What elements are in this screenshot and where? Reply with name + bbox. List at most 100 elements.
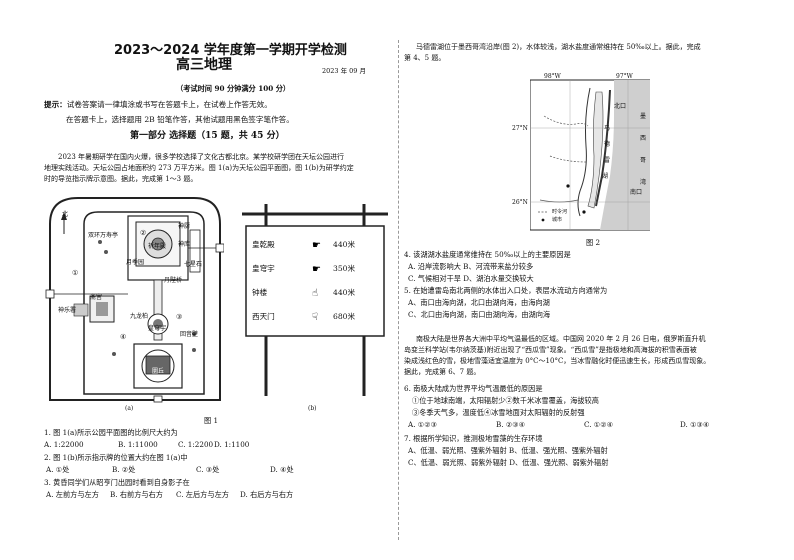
q1-opt-c[interactable]: C. 1:2200	[178, 440, 214, 449]
south-mouth: 南口	[630, 189, 643, 196]
sign-name-2: 钟楼	[252, 288, 268, 297]
q6-stem: 6. 南极大陆成为世界平均气温最低的原因是	[404, 384, 543, 393]
marker-3: ③	[176, 312, 183, 321]
q5-opts-1[interactable]: A、南口由海向湖，北口由湖向海，由海向湖	[408, 298, 550, 307]
q2-stem: 2. 图 1(b)所示指示牌的位置大约在图 1(a)中	[44, 453, 188, 462]
q5-stem: 5. 在始遭雷岛南北两侧的水体出入口处，表层水流动方向通常为	[404, 286, 608, 295]
left-intro-line: 2023 年暑期研学在国内火爆，很多学校选择了文化古都北京。某学校研学团在天坛公…	[58, 153, 345, 161]
fig1-caption: 图 1	[204, 416, 219, 425]
q7-opts-1[interactable]: A、低温、弱光照、强紫外辐射 B、低温、强光照、强紫外辐射	[408, 446, 608, 455]
sign-name-1: 皇穹宇	[252, 264, 275, 273]
label-shenchu: 神厨	[178, 223, 191, 230]
sign-dist-2: 440米	[333, 288, 356, 297]
label-shenyue: 神乐署	[58, 307, 77, 314]
q7-stem: 7. 根据所学知识，推测极地雪藻的生存环境	[404, 434, 543, 443]
q2-opt-d[interactable]: D. ④处	[270, 465, 294, 474]
fig1b-label: (b)	[308, 405, 317, 412]
label-qiniandian: 祈年殿	[148, 243, 167, 250]
section1-title: 第一部分 选择题（15 题，共 45 分）	[130, 131, 285, 141]
park-map	[45, 197, 224, 403]
q2-opt-c[interactable]: C. ③处	[196, 465, 220, 474]
sign-dist-0: 440米	[333, 240, 356, 249]
svg-text:☛: ☛	[312, 240, 321, 251]
tip-label: 提示：	[44, 100, 67, 109]
label-danbi: 丹陛桥	[164, 277, 183, 284]
label-huangqiong: 皇穹宇	[148, 325, 167, 332]
sign-name-0: 皇乾殿	[252, 240, 275, 249]
q2-opt-a[interactable]: A. ①处	[46, 465, 70, 474]
lagoon-char-2: 德	[604, 141, 611, 148]
north-label: 北	[62, 211, 69, 218]
label-qixing: 七星石	[184, 261, 203, 268]
q7-opts-2[interactable]: C、低温、弱光照、弱紫外辐射 D、低温、强光照、弱紫外辐射	[408, 458, 609, 467]
svg-text:☟: ☟	[312, 312, 318, 323]
lat-27: 27°N	[512, 125, 528, 132]
fig1a-label: (a)	[125, 405, 134, 412]
q5-opts-2[interactable]: C、北口由海向湖，南口由湖向海，由湖向海	[408, 310, 551, 319]
lagoon-char-1: 马	[604, 125, 611, 132]
right-intro2-line: 南极大陆是世界各大洲中平均气温最低的区域。中国网 2020 年 2 月 26 日…	[416, 335, 706, 343]
lagoon-map	[530, 79, 650, 231]
fig2-caption: 图 2	[586, 238, 601, 247]
q4-opts-2[interactable]: C. 气候相对干旱 D、湖泊水量交换较大	[408, 274, 534, 283]
marker-4: ④	[120, 332, 127, 341]
exam-title: 2023～2024 学年度第一学期开学检测	[114, 43, 347, 58]
lon-97: 97°W	[616, 73, 633, 80]
q1-stem: 1. 图 1(a)所示公园平面图的比例尺大约为	[44, 428, 178, 437]
left-intro-line: 地理实践活动。天坛公园占地面积约 273 万平方米。图 1(a)为天坛公园平面图…	[44, 164, 354, 172]
q1-opt-b[interactable]: B. 1:11000	[118, 440, 158, 449]
exam-date: 2023 年 09 月	[322, 67, 367, 75]
label-yuexiang: 月季园	[126, 259, 145, 266]
q6-opt-c[interactable]: C. ①②④	[584, 420, 614, 429]
column-divider	[398, 40, 399, 540]
lon-98: 98°W	[544, 73, 561, 80]
q6-opt-d[interactable]: D. ①③④	[680, 420, 710, 429]
legend-city: 城市	[552, 217, 563, 223]
legend-river: 时令河	[552, 209, 568, 215]
q6-opt-a[interactable]: A. ①②③	[408, 420, 438, 429]
marker-2: ②	[140, 228, 147, 237]
svg-text:☛: ☛	[312, 264, 321, 275]
q6-opt-b[interactable]: B. ②③④	[496, 420, 526, 429]
right-intro2: 南极大陆是世界各大洲中平均气温最低的区域。中国网 2020 年 2 月 26 日…	[404, 334, 764, 378]
lagoon-char-3: 雷	[604, 157, 611, 164]
svg-text:☝: ☝	[312, 288, 318, 299]
left-intro-line: 时的导览指示牌示意图。据此，完成第 1～3 题。	[44, 175, 198, 183]
q6-item-2: ③冬季天气多，温度低④冰雪地面对太阳辐射的反射强	[412, 408, 585, 417]
sea-char-1: 墨	[640, 113, 647, 120]
q1-opt-a[interactable]: A. 1:22000	[44, 440, 84, 449]
q4-stem: 4. 该湖湖水盐度通常维持在 50‰以上的主要原因是	[404, 250, 571, 259]
q3-opt-c[interactable]: C. 左后方与左方	[176, 490, 229, 499]
label-shuanghuan: 双环万寿亭	[88, 232, 119, 239]
q4-opts-1[interactable]: A. 沿岸流影响大 B、河流带来盐分较多	[408, 262, 534, 271]
q6-item-1: ①位于地球南端，太阳辐射少②数千米冰雪覆盖，海拔较高	[412, 396, 599, 405]
right-intro-line: 马德雷湖位于墨西哥湾沿岸(图 2)，水体较浅，湖水盐度通常维持在 50‰以上。据…	[416, 43, 701, 51]
label-jiulong: 九龙柏	[130, 313, 149, 320]
right-intro-line: 第 4、5 题。	[404, 54, 446, 62]
q2-opt-b[interactable]: B. ②处	[112, 465, 136, 474]
north-mouth: 北口	[614, 103, 627, 110]
q3-opt-d[interactable]: D. 右后方与右方	[240, 490, 294, 499]
label-yuanqiu: 圜丘	[152, 368, 165, 375]
q3-opt-a[interactable]: A. 左前方与左方	[46, 490, 99, 499]
exam-info: （考试时间 90 分钟满分 100 分）	[176, 84, 291, 93]
guide-sign: ☛ ☛ ☝ ☟	[242, 204, 388, 396]
lat-26: 26°N	[512, 199, 528, 206]
tip-text1: 试卷答案请一律填涂或书写在答题卡上，在试卷上作答无效。	[66, 100, 272, 109]
sign-dist-1: 350米	[333, 264, 356, 273]
q1-opt-d[interactable]: D. 1:1100	[214, 440, 250, 449]
q3-opt-b[interactable]: B. 右前方与右方	[110, 490, 163, 499]
lagoon-char-4: 湖	[602, 173, 609, 180]
right-intro2-line: 岛变兰科学站(韦尔纳茨基)附近出现了“西瓜雪”现象。“西瓜雪”是指极地和高海拔的…	[404, 346, 697, 354]
label-zhaigong: 斋宫	[90, 294, 103, 301]
sign-dist-3: 680米	[333, 312, 356, 321]
right-intro2-line: 据此，完成第 6、7 题。	[404, 368, 481, 376]
tip-line2: 在答题卡上，选择题用 2B 铅笔作答，其他试题用黑色签字笔作答。	[66, 115, 294, 124]
sea-char-2: 西	[640, 135, 647, 142]
right-intro2-line: 染成浅红色的雪，极地雪藻适宜温度为 0°C～10°C，当冰雪融化时便迅速生长，形…	[404, 357, 711, 365]
left-intro: 2023 年暑期研学在国内火爆，很多学校选择了文化古都北京。某学校研学团在天坛公…	[44, 152, 396, 185]
right-intro: 马德雷湖位于墨西哥湾沿岸(图 2)，水体较浅，湖水盐度通常维持在 50‰以上。据…	[404, 42, 764, 64]
sign-name-3: 西天门	[252, 312, 275, 321]
exam-subject: 高三地理	[176, 57, 232, 73]
label-shenku: 神库	[178, 241, 191, 248]
